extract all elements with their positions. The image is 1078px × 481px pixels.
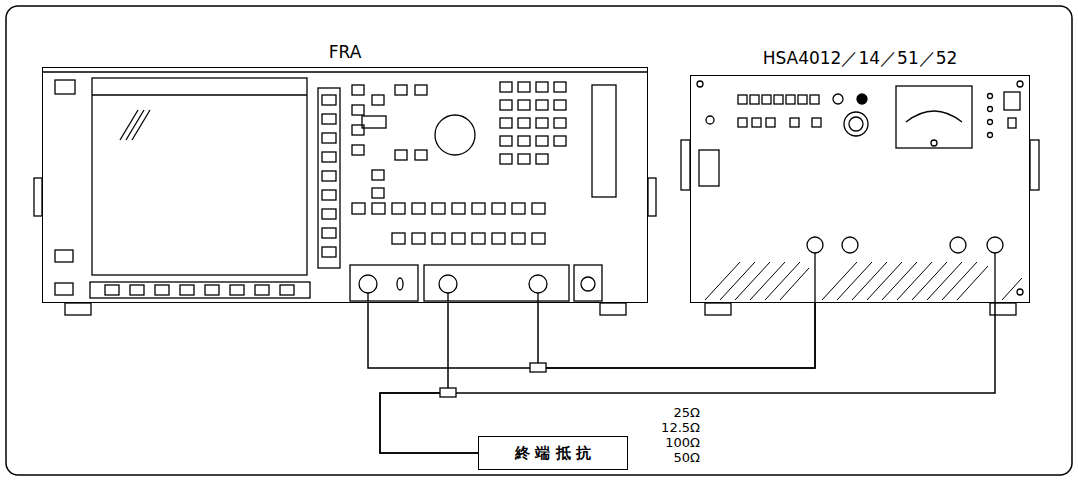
fra-instrument: FRA — [42, 67, 648, 303]
instrument-title: FRA — [43, 42, 647, 62]
amplifier-instrument: HSA4012／14／51／52 — [690, 75, 1030, 303]
resistance-value: 25Ω — [674, 405, 700, 420]
cable — [538, 303, 815, 368]
cable — [368, 303, 815, 368]
terminating-resistor: 終 端 抵 抗 — [478, 436, 628, 470]
cable — [380, 303, 478, 453]
resistance-value: 100Ω — [665, 435, 700, 450]
resistor-label: 終 端 抵 抗 — [515, 444, 591, 463]
resistance-value: 12.5Ω — [661, 420, 700, 435]
instrument-title: HSA4012／14／51／52 — [691, 47, 1029, 70]
cable — [380, 303, 995, 453]
resistance-value: 50Ω — [674, 450, 700, 465]
